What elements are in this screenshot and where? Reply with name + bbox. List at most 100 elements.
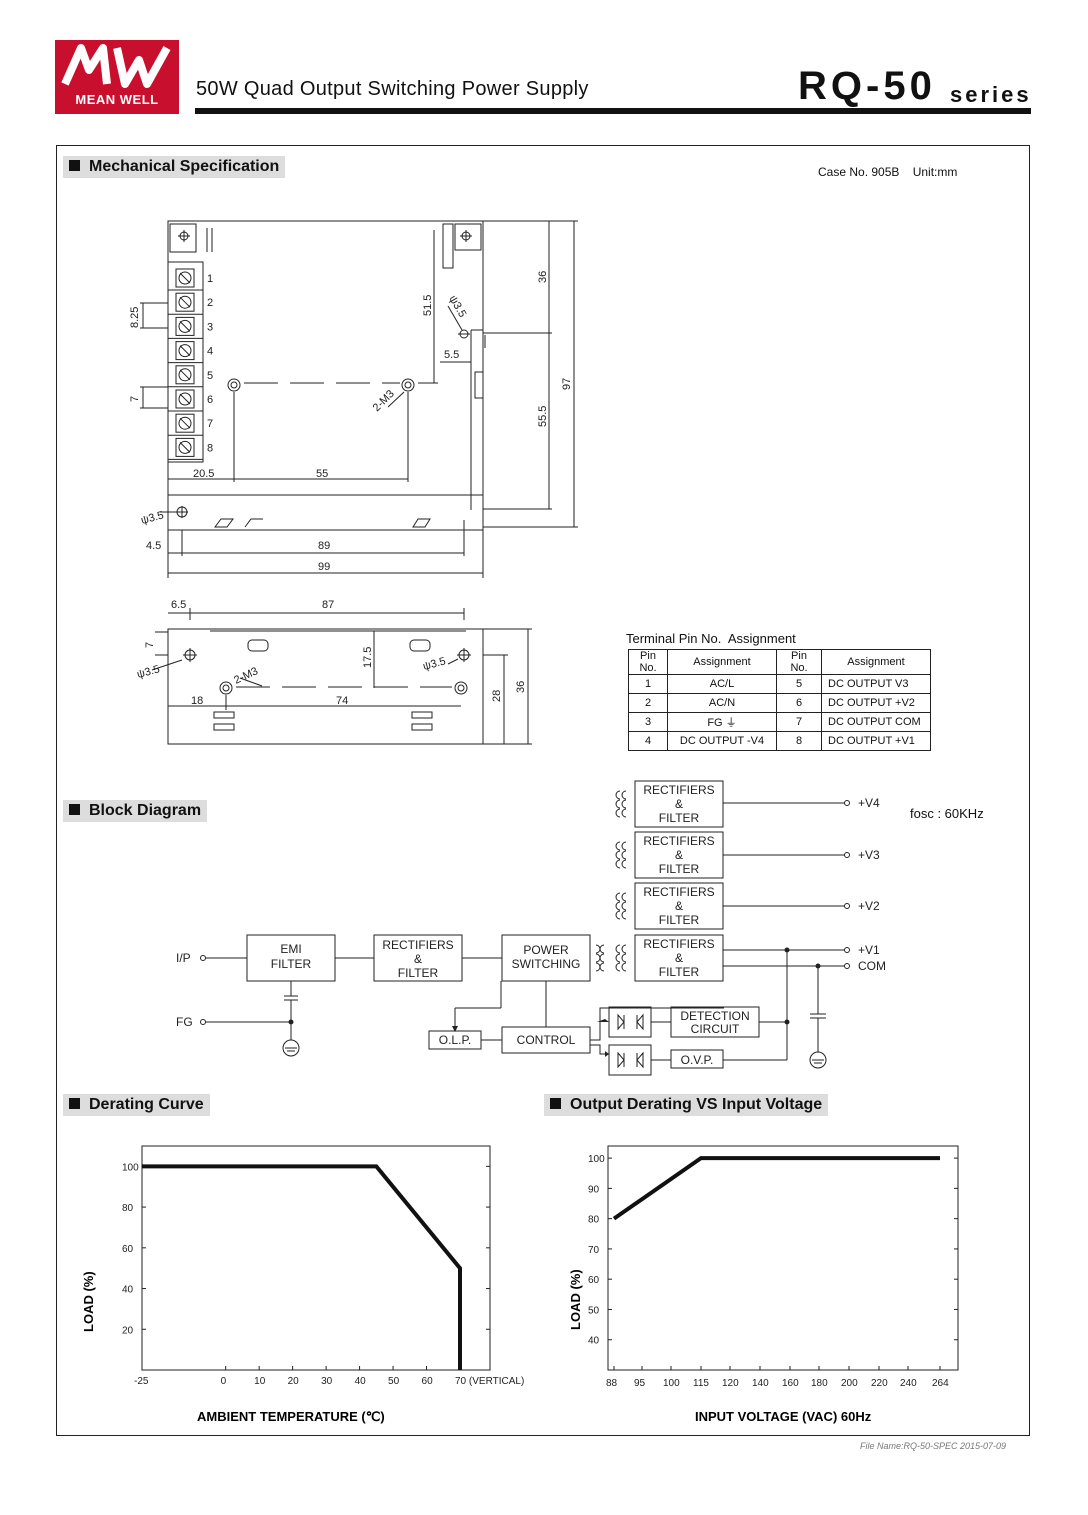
terminal-screw-head: [178, 416, 192, 430]
table-cell: DC OUTPUT V3: [821, 674, 931, 694]
page-subtitle: 50W Quad Output Switching Power Supply: [196, 78, 589, 100]
coil-winding: [615, 910, 621, 920]
section-derating: Derating Curve: [63, 1094, 210, 1116]
input-plot-area: [607, 1145, 959, 1371]
terminal-number: 2: [207, 297, 213, 309]
y-tick-label: 80: [588, 1215, 600, 1226]
ovp-block: [670, 1049, 724, 1069]
coil-winding: [621, 962, 627, 972]
x-tick-label: 100: [663, 1378, 680, 1389]
coil-winding: [615, 850, 621, 860]
coil-winding: [615, 808, 621, 818]
fosc-label: fosc : 60KHz: [910, 806, 984, 821]
hole-label-left: ψ3.5: [140, 509, 165, 527]
dim-18: 18: [191, 695, 203, 707]
y-tick-label: 70: [588, 1245, 600, 1256]
table-cell: FG ⏚: [667, 712, 777, 732]
coil-winding: [615, 799, 621, 809]
coil-winding: [621, 901, 627, 911]
coil-winding: [615, 953, 621, 963]
x-tick-label: 180: [811, 1378, 828, 1389]
derating-series-line: [142, 1164, 462, 1370]
rect-in-label-1: RECTIFIERS: [382, 938, 453, 952]
rect-out-label: RECTIFIERS: [643, 783, 714, 797]
table-cell: DC OUTPUT +V2: [821, 693, 931, 713]
table-cell: DC OUTPUT +V1: [821, 731, 931, 751]
table-cell: 7: [776, 712, 822, 732]
mw-logo-icon: [61, 44, 171, 88]
table-header: Pin No.: [776, 649, 822, 675]
coil-winding: [615, 892, 621, 902]
terminal-screw-icon: [175, 437, 195, 457]
model-name: RQ-50: [798, 64, 936, 108]
x-tick-label: 160: [782, 1378, 799, 1389]
detection-label-2: CIRCUIT: [691, 1022, 740, 1036]
optocoupler-1: [608, 1006, 652, 1038]
y-tick-label: 40: [588, 1336, 600, 1347]
rect-in-label-2: &: [414, 952, 422, 966]
coil-winding: [621, 953, 627, 963]
fg-label: FG: [176, 1015, 193, 1029]
table-cell: 6: [776, 693, 822, 713]
dim-97: 97: [561, 378, 573, 390]
table-cell: 3: [628, 712, 668, 732]
table-row: 3 FG ⏚ 7 DC OUTPUT COM: [628, 712, 931, 732]
table-cell: AC/N: [667, 693, 777, 713]
series-label: series: [950, 82, 1032, 107]
x-tick-label: 20: [288, 1376, 300, 1387]
x-tick-label: 95: [634, 1378, 646, 1389]
dim-36-side: 36: [515, 681, 527, 693]
section-input-derating: Output Derating VS Input Voltage: [544, 1094, 829, 1116]
terminal-screw-icon: [175, 268, 195, 288]
dim-99: 99: [318, 561, 330, 573]
x-tick-label: 60: [422, 1376, 434, 1387]
hole-label-side-left: ψ3.5: [136, 663, 161, 681]
dim-55: 55: [316, 468, 328, 480]
y-tick-label: 60: [122, 1244, 134, 1255]
coil-winding: [615, 944, 621, 954]
y-tick-label: 90: [588, 1184, 600, 1195]
table-cell: 5: [776, 674, 822, 694]
x-tick-label: 120: [722, 1378, 739, 1389]
x-tick-label: -25: [134, 1376, 149, 1387]
section-mechanical: Mechanical Specification: [63, 156, 286, 178]
table-cell: 4: [628, 731, 668, 751]
x-tick-label: 240: [900, 1378, 917, 1389]
rect-out-label: &: [675, 797, 683, 811]
dim-36: 36: [537, 271, 549, 283]
coil-winding: [615, 841, 621, 851]
terminal-screw-icon: [175, 413, 195, 433]
block-diagram: EMI FILTER RECTIFIERS & FILTER POWER SWI…: [176, 780, 886, 1076]
terminal-screw-head: [178, 440, 192, 454]
terminal-screw-icon: [175, 365, 195, 385]
coil-winding: [621, 859, 627, 869]
power-label-2: SWITCHING: [512, 957, 581, 971]
input-ylabel: LOAD (%): [568, 1269, 583, 1330]
terminal-screw-icon: [175, 389, 195, 409]
rect-in-label-3: FILTER: [398, 966, 439, 980]
derating-xlabel: AMBIENT TEMPERATURE (℃): [197, 1409, 385, 1424]
x-tick-label: 264: [932, 1378, 949, 1389]
ip-label: I/P: [176, 951, 191, 965]
y-tick-label: 60: [588, 1275, 600, 1286]
table-cell: 8: [776, 731, 822, 751]
coil-winding: [621, 892, 627, 902]
dim-87: 87: [322, 599, 334, 611]
x-tick-label: 115: [693, 1378, 709, 1389]
output-v1-label: +V1: [858, 943, 880, 957]
terminal-number: 1: [207, 273, 213, 285]
terminal-screw-slot: [179, 321, 191, 332]
x-tick-label: 30: [321, 1376, 333, 1387]
side-view-outline: [167, 628, 484, 745]
table-row: 4 DC OUTPUT -V4 8 DC OUTPUT +V1: [628, 731, 931, 751]
x-tick-label: 200: [841, 1378, 858, 1389]
ovp-label: O.V.P.: [681, 1053, 714, 1067]
terminal-screw-slot: [179, 393, 191, 405]
dim-6-5: 6.5: [171, 599, 186, 611]
content-frame: [56, 145, 1030, 1436]
header-rule: [195, 108, 1031, 114]
coil-winding: [621, 790, 627, 800]
dim-8-25: 8.25: [129, 307, 141, 328]
